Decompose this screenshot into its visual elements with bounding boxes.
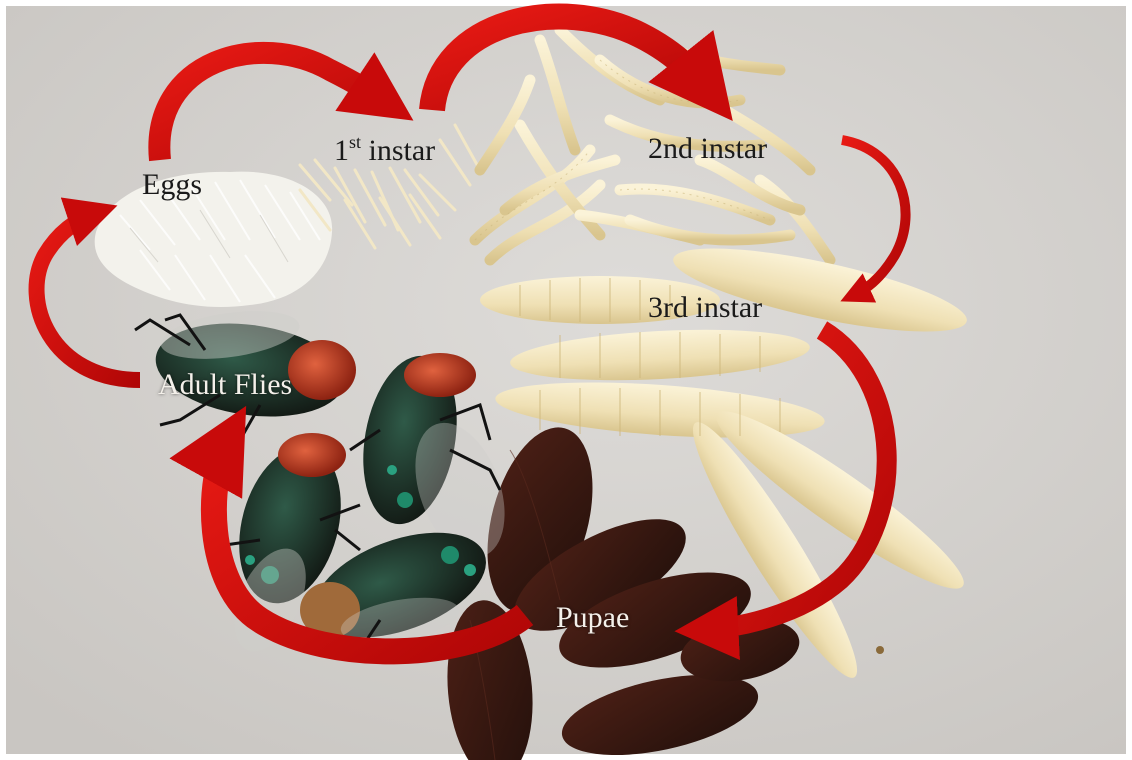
label-first-instar: 1st instar bbox=[334, 136, 435, 166]
label-second-instar: 2nd instar bbox=[648, 134, 767, 164]
label-pupae: Pupae bbox=[556, 603, 629, 633]
label-adult-flies: Adult Flies bbox=[158, 370, 292, 400]
label-first-instar-ordinal: st bbox=[349, 132, 361, 152]
label-first-instar-word: instar bbox=[361, 134, 435, 167]
label-first-instar-number: 1 bbox=[334, 134, 349, 167]
label-eggs: Eggs bbox=[142, 170, 202, 200]
label-third-instar: 3rd instar bbox=[648, 293, 762, 323]
